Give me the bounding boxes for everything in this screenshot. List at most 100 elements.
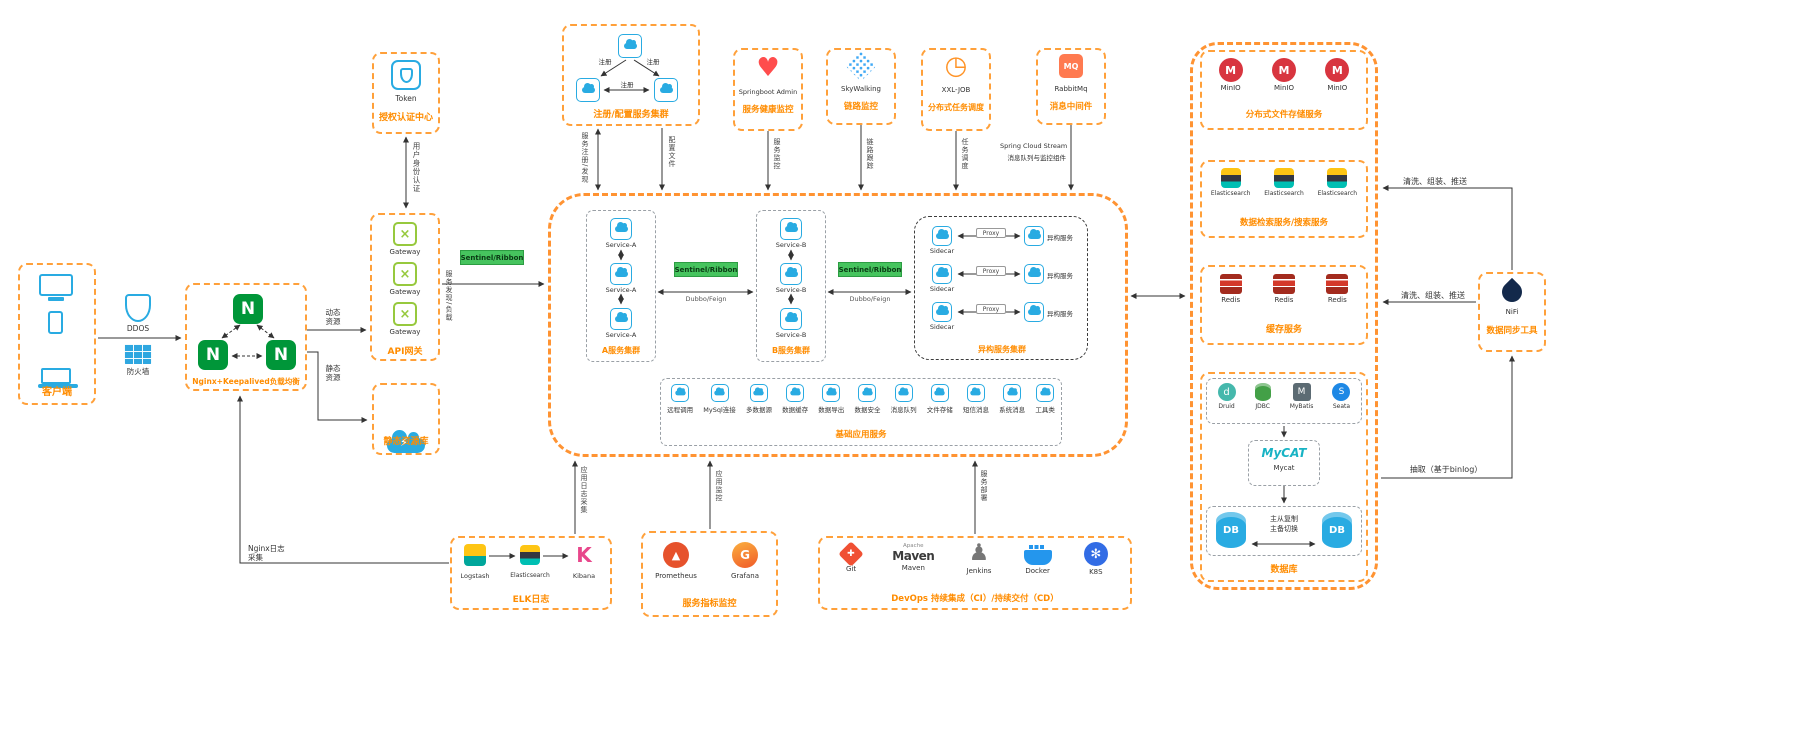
- replication-label-2: 主备切换: [1270, 525, 1298, 533]
- gateway-icon: ×: [393, 262, 417, 286]
- mycat-label: Mycat: [1273, 464, 1295, 472]
- docker-item: Docker: [1023, 542, 1052, 575]
- db-cylinder-icon: DB: [1322, 512, 1352, 548]
- hetero-service-label: 异构服务: [1047, 272, 1073, 280]
- clock-icon: ◷: [944, 51, 968, 81]
- arrow-registry-diag-1: [600, 59, 627, 77]
- static-res-label: 静态资源: [325, 364, 341, 382]
- db-row-box: [1206, 506, 1362, 556]
- cloud-icon: [1036, 384, 1055, 402]
- user-auth-flow-label: 用户身份认证: [412, 142, 421, 193]
- elasticsearch-icon: [1220, 168, 1241, 188]
- cloud-bolt-icon: ⚡: [387, 430, 425, 453]
- nifi-title: 数据同步工具: [1486, 326, 1538, 336]
- firewall-label: 防火墙: [126, 367, 150, 376]
- registry-box: [562, 24, 700, 126]
- base-service-item: 数据导出: [818, 384, 844, 414]
- database-title: 数据库: [1270, 565, 1298, 575]
- ddos-shield-icon: [125, 294, 151, 322]
- devops-row: ✚Git Apache Maven Maven ♟Jenkins Docker …: [826, 540, 1124, 586]
- base-service-item: MySql连接: [703, 384, 736, 414]
- xxljob-box: [921, 48, 991, 131]
- hetero-service-label: 异构服务: [1047, 310, 1073, 318]
- k8s-icon: ✻: [1083, 542, 1108, 566]
- right-panel-box: [1190, 42, 1378, 590]
- elasticsearch-icon: [1327, 168, 1348, 188]
- elk-title: ELK日志: [512, 595, 550, 605]
- maven-item: Apache Maven Maven: [892, 543, 935, 572]
- redis-item: Redis: [1219, 274, 1242, 304]
- logstash-label: Logstash: [460, 572, 490, 580]
- redis-icon: [1272, 274, 1295, 294]
- register-edge-label: 注册: [598, 58, 612, 66]
- jdbc-icon: [1254, 383, 1271, 401]
- redis-icon: [1219, 274, 1242, 294]
- cache-title: 缓存服务: [1265, 325, 1302, 335]
- hetero-cluster-title: 异构服务集群: [978, 345, 1026, 354]
- jenkins-item: ♟Jenkins: [966, 540, 992, 576]
- dubbo-feign-label: Dubbo/Feign: [849, 295, 891, 303]
- gateway-box: [370, 213, 440, 361]
- registry-cloud-icon: [654, 78, 678, 102]
- xxljob-name: XXL-JOB: [941, 86, 971, 94]
- service-a-cloud-icon: [610, 308, 632, 330]
- maven-logo: Apache Maven: [892, 543, 935, 561]
- service-a-label: Service-A: [605, 241, 637, 249]
- arrow-db-to-nifi: [1381, 355, 1515, 479]
- mybatis-icon: M: [1292, 383, 1311, 401]
- base-services-row: 远程调用 MySql连接 多数据源 数据缓存 数据导出 数据安全 消息队列 文件…: [662, 384, 1060, 424]
- hetero-service-cloud-icon: [1024, 226, 1044, 246]
- clean-push-label-1: 清洗、组装、推送: [1403, 177, 1467, 186]
- minio-icon: M: [1271, 58, 1296, 82]
- ddos-label: DDOS: [126, 324, 150, 333]
- replication-label-1: 主从复制: [1270, 515, 1298, 523]
- redis-icon: [1326, 274, 1349, 294]
- service-a-label: Service-A: [605, 286, 637, 294]
- sentinel-ribbon-tag: Sentinel/Ribbon: [460, 250, 524, 265]
- cloud-icon: [671, 384, 690, 402]
- minio-icon: M: [1325, 58, 1350, 82]
- app-log-label: 应用日志采集: [580, 466, 588, 514]
- schedule-label: 任务调度: [961, 138, 969, 170]
- druid-icon: d: [1217, 383, 1236, 401]
- stream-label-2: 消息队列与监控组件: [1007, 154, 1067, 162]
- registry-title: 注册/配置服务集群: [593, 110, 669, 120]
- minio-title: 分布式文件存储服务: [1245, 110, 1323, 120]
- cloud-icon: [930, 384, 949, 402]
- db-cylinder-icon: DB: [1216, 512, 1246, 548]
- rabbitmq-name: RabbitMq: [1054, 85, 1088, 93]
- base-service-item: 系统消息: [999, 384, 1025, 414]
- elasticsearch-label: Elasticsearch: [510, 572, 550, 579]
- proxy-tag: Proxy: [976, 228, 1006, 238]
- base-service-item: 工具类: [1035, 384, 1055, 414]
- service-b-label: Service-B: [775, 286, 807, 294]
- nginx-icon: N: [266, 340, 296, 370]
- base-service-item: 远程调用: [667, 384, 693, 414]
- rabbitmq-box: [1036, 48, 1106, 125]
- metrics-title: 服务指标监控: [682, 599, 737, 609]
- app-monitor-label: 应用监控: [715, 470, 723, 502]
- arrow-nginx-intra-2: [256, 324, 275, 339]
- grafana-icon: G: [732, 542, 758, 568]
- skywalking-name: SkyWalking: [841, 85, 881, 93]
- nifi-box: [1478, 272, 1546, 352]
- cluster-a-title: A服务集群: [601, 346, 641, 355]
- springboot-title: 服务健康监控: [742, 105, 794, 115]
- static-repo-title: 静态资源库: [383, 437, 429, 447]
- client-label: 客户端: [42, 387, 72, 398]
- cloud-icon: [858, 384, 877, 402]
- sidecar-label: Sidecar: [929, 285, 955, 293]
- heart-pulse-icon: ♥: [756, 53, 780, 83]
- dynamic-res-label: 动态资源: [325, 308, 341, 326]
- skywalking-title: 链路监控: [843, 102, 878, 112]
- springboot-box: [733, 48, 803, 131]
- hetero-service-cloud-icon: [1024, 302, 1044, 322]
- rabbitmq-title: 消息中间件: [1049, 102, 1093, 112]
- logstash-icon: [464, 544, 486, 566]
- base-service-item: 多数据源: [746, 384, 772, 414]
- base-service-item: 数据缓存: [782, 384, 808, 414]
